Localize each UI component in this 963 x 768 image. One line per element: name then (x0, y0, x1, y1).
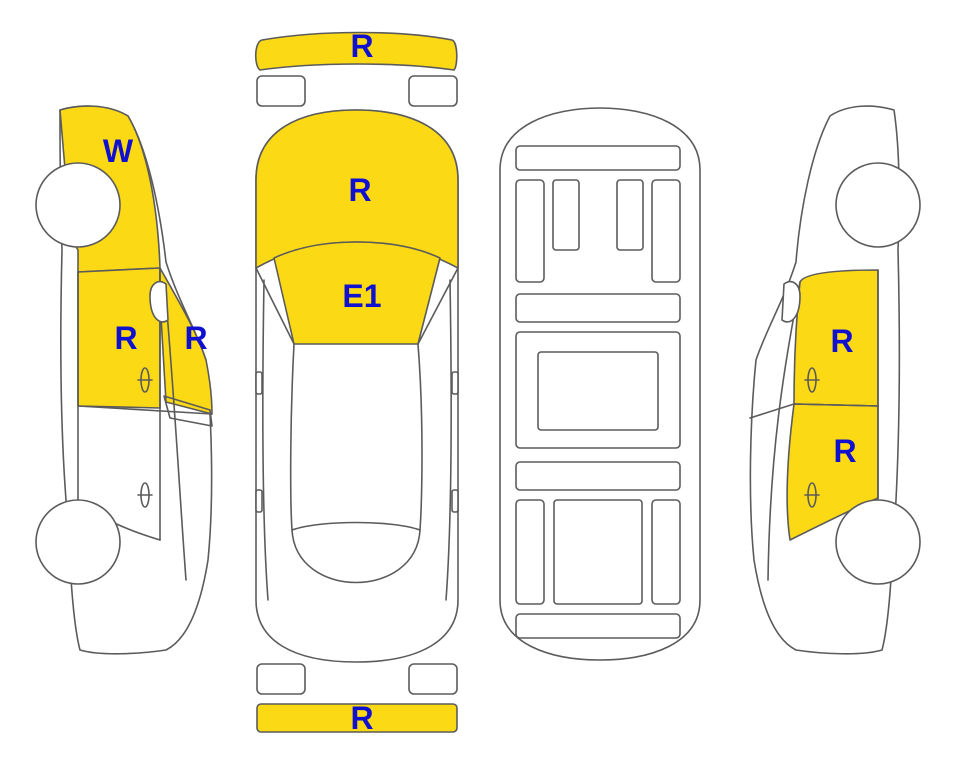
left-rear-wheel (35, 162, 121, 248)
left-handle-top (255, 489, 263, 513)
left-fender-line (262, 279, 269, 601)
right-fender-line (445, 279, 452, 601)
underbody-front-right-rail (651, 499, 681, 605)
front-grille-curve (291, 529, 421, 584)
underbody-center-panel (537, 351, 659, 431)
top-view (254, 31, 459, 733)
front-light-right (408, 663, 458, 695)
underbody-front-left-rail (515, 499, 545, 605)
left-side-window-line (163, 395, 213, 427)
right-a-pillar (417, 267, 459, 345)
left-side-view (35, 105, 213, 655)
label-left-front-door: R (184, 320, 207, 356)
left-a-pillar (255, 267, 295, 345)
left-mirror-top (255, 371, 263, 395)
left-front-door-damage[interactable] (159, 267, 213, 415)
left-front-wheel (35, 499, 121, 585)
rear-bumper-damage[interactable] (254, 31, 458, 71)
underbody-rear-left-rail (515, 179, 545, 283)
rear-light-left (256, 75, 306, 107)
windshield-damage[interactable] (273, 241, 441, 345)
label-left-rear-quarter: W (103, 133, 134, 169)
left-side-front-door-edge (165, 299, 187, 581)
rear-light-right (408, 75, 458, 107)
underbody-mid-rear-bar (515, 293, 681, 323)
right-rear-wheel (835, 162, 921, 248)
label-right-rear-door: R (833, 433, 856, 469)
underbody-mid-front-bar (515, 461, 681, 491)
front-bumper-damage[interactable] (256, 703, 458, 733)
underbody-rear-left-panel (552, 179, 580, 251)
label-left-rear-door: R (114, 320, 137, 356)
underbody-front-crossmember (515, 613, 681, 639)
underbody-rear-crossmember (515, 145, 681, 171)
underbody-rear-right-rail (651, 179, 681, 283)
right-front-wheel (835, 499, 921, 585)
label-roof: R (348, 172, 371, 208)
label-right-front-door: R (830, 323, 853, 359)
hood-outline (289, 343, 423, 531)
right-side-beltline (749, 403, 879, 419)
left-side-beltline (77, 405, 213, 415)
left-side-mirror (149, 280, 169, 323)
right-side-view (749, 105, 921, 655)
damage-labels: W R R R R E1 R R R (103, 28, 857, 736)
underbody-rear-right-panel (616, 179, 644, 251)
label-rear-bumper: R (350, 28, 373, 64)
underbody-engine-panel (553, 499, 643, 605)
right-side-mirror (781, 280, 801, 323)
front-light-left (256, 663, 306, 695)
label-front-bumper: R (350, 700, 373, 736)
underbody-view (499, 107, 701, 661)
right-mirror-top (451, 371, 459, 395)
right-handle-top (451, 489, 459, 513)
label-windshield: E1 (342, 278, 381, 314)
